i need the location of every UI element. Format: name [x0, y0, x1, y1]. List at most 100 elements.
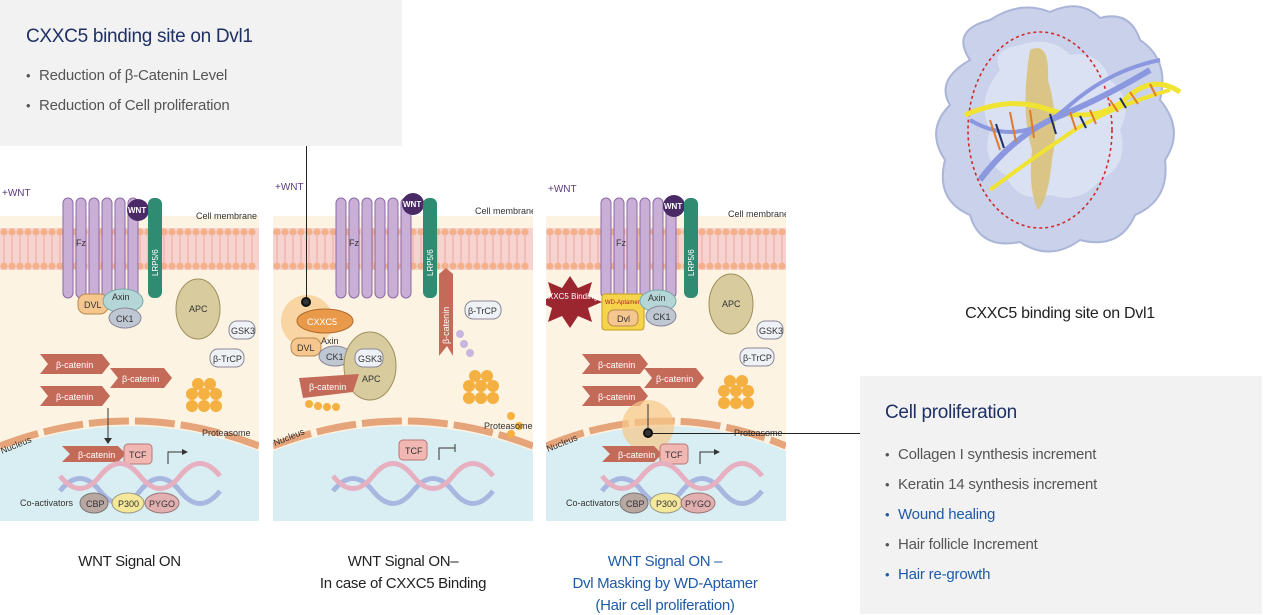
wnt-ligand: [663, 195, 685, 217]
svg-text:GSK3: GSK3: [759, 326, 783, 336]
cbp-protein: [619, 492, 649, 514]
frizzled-receptor: Fz: [62, 197, 139, 299]
connector-dot-cxxc5: [301, 297, 311, 307]
dvl-protein: [607, 309, 639, 327]
svg-text:β-catenin: β-catenin: [598, 360, 635, 370]
svg-text:TCF: TCF: [129, 450, 147, 460]
list-item: Keratin 14 synthesis increment: [885, 470, 1262, 500]
lrp5-6-receptor: [423, 198, 437, 298]
cell-membrane-label: Cell membrane: [196, 211, 257, 221]
svg-text:Axin: Axin: [648, 293, 666, 303]
svg-text:TCF: TCF: [405, 446, 423, 456]
pathway-diagram-1: +WNT Fz WNT LRP5/6 Cell membrane DVL Axi…: [0, 146, 259, 521]
nuclear-beta-catenin: [62, 446, 126, 462]
protein-structure-caption: CXXC5 binding site on Dvl1: [965, 305, 1155, 322]
panel-cxxc5-binding: +WNT Fz WNT LRP5/6 Cell membrane CXXC5 D…: [273, 146, 533, 521]
base-pairs-dark: [995, 97, 1127, 149]
cell-membrane: [0, 228, 259, 270]
svg-text:DVL: DVL: [297, 343, 315, 353]
top-box-connector: [306, 146, 307, 304]
tcf-protein: [398, 439, 428, 461]
proteasome-label: Proteasome: [202, 428, 251, 438]
svg-text:Fz: Fz: [349, 238, 359, 248]
list-item: Wound healing: [885, 500, 1262, 530]
proteasome: [186, 378, 222, 412]
degradation-fragments: [507, 412, 523, 438]
coactivators-label: Co-activators: [566, 498, 620, 508]
svg-text:PYGO: PYGO: [685, 499, 711, 509]
wnt-plus-label: +WNT: [2, 188, 31, 199]
axin-label: Axin: [321, 336, 339, 346]
svg-text:WNT: WNT: [664, 202, 682, 211]
svg-text:CK1: CK1: [326, 352, 344, 362]
nuclear-membrane: [273, 417, 533, 450]
cell-proliferation-list: Collagen I synthesis increment Keratin 1…: [885, 440, 1262, 590]
cbp-protein: [79, 492, 109, 514]
svg-text:WNT: WNT: [403, 200, 421, 209]
cell-membrane-label: Cell membrane: [728, 209, 786, 219]
svg-text:LRP5/6: LRP5/6: [426, 249, 435, 276]
coactivators-label: Co-activators: [20, 498, 74, 508]
svg-text:CBP: CBP: [626, 499, 645, 509]
dna-helix: [331, 476, 495, 506]
gsk3-protein: [228, 320, 256, 340]
binding-site-outline: [967, 31, 1113, 229]
cxxc5-binding-label: CXXC5 Binding: [546, 292, 598, 301]
svg-text:β-TrCP: β-TrCP: [743, 353, 772, 363]
svg-text:β-catenin: β-catenin: [78, 450, 115, 460]
dvl-protein: [290, 337, 322, 357]
svg-text:GSK3: GSK3: [358, 354, 382, 364]
svg-text:WNT: WNT: [128, 206, 146, 215]
cell-proliferation-info-box: Cell proliferation Collagen I synthesis …: [860, 376, 1262, 614]
svg-text:Fz: Fz: [616, 238, 626, 248]
svg-text:β-catenin: β-catenin: [598, 392, 635, 402]
svg-text:β-catenin: β-catenin: [618, 450, 655, 460]
list-item: Hair re-growth: [885, 560, 1262, 590]
nuclear-membrane: [0, 417, 259, 450]
svg-text:APC: APC: [362, 374, 381, 384]
apc-protein: [708, 273, 754, 335]
p300-protein: [111, 492, 145, 514]
beta-catenin-group: β-catenin β-catenin β-catenin: [582, 354, 704, 406]
cxxc5-protein: [296, 308, 354, 334]
svg-text:GSK3: GSK3: [231, 326, 255, 336]
wnt-ligand: [402, 193, 424, 215]
cxxc5-binding-title: CXXC5 binding site on Dvl1: [26, 26, 253, 47]
dna-helix: [58, 476, 222, 506]
svg-text:DVL: DVL: [84, 300, 102, 310]
svg-text:APC: APC: [722, 299, 741, 309]
base-pairs: [989, 83, 1157, 151]
nucleus-region: [0, 426, 259, 521]
btrcp-protein: [209, 348, 245, 368]
panel-wnt-signal-on: +WNT Fz WNT LRP5/6 Cell membrane DVL Axi…: [0, 146, 259, 521]
svg-text:β-catenin: β-catenin: [122, 374, 159, 384]
proteasome: [718, 375, 754, 409]
pathway-diagram-3: +WNT Fz WNT LRP5/6 Cell membrane CXXC5 B…: [546, 146, 786, 521]
svg-text:TCF: TCF: [665, 450, 683, 460]
btrcp-protein: [739, 347, 775, 367]
ck1-protein: [645, 305, 677, 327]
svg-text:WD-Aptamer: WD-Aptamer: [605, 300, 640, 306]
cell-membrane-label: Cell membrane: [475, 206, 533, 216]
svg-text:CBP: CBP: [86, 499, 105, 509]
svg-text:LRP5/6: LRP5/6: [151, 249, 160, 276]
wnt-plus-label: +WNT: [275, 182, 304, 193]
dna-helix: [600, 476, 764, 506]
binding-pocket: [1025, 48, 1056, 210]
pathway-diagram-2: +WNT Fz WNT LRP5/6 Cell membrane CXXC5 D…: [273, 146, 533, 521]
cxxc5-effects-list: Reduction of β-Catenin Level Reduction o…: [26, 61, 402, 121]
ck1-protein: [108, 307, 142, 329]
svg-text:APC: APC: [189, 304, 208, 314]
svg-text:β-catenin: β-catenin: [441, 307, 451, 344]
wnt-ligand: [127, 199, 149, 221]
wnt-plus-label: +WNT: [548, 184, 577, 195]
frizzled-receptor: Fz: [600, 197, 677, 299]
right-box-connector: [648, 433, 860, 434]
nuclear-beta-catenin: [602, 446, 662, 462]
list-item: Collagen I synthesis increment: [885, 440, 1262, 470]
cell-proliferation-title: Cell proliferation: [885, 402, 1017, 423]
caption-wnt-signal-on: WNT Signal ON: [78, 553, 181, 570]
tcf-protein: [659, 443, 689, 465]
list-item: Reduction of Cell proliferation: [26, 91, 402, 121]
